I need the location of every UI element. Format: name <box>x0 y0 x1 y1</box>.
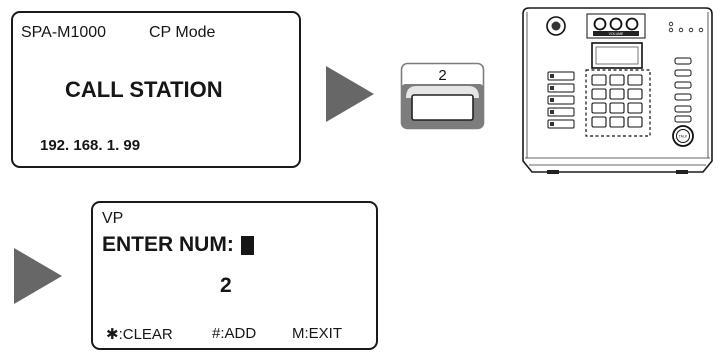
volume-label: VOLUME <box>609 32 624 36</box>
lcd-entered-number: 2 <box>220 274 232 297</box>
key-2-button: 2 <box>400 62 485 130</box>
arrow-right-icon <box>326 66 374 122</box>
lcd-title-text: CALL STATION <box>65 77 223 102</box>
lcd-model-text: SPA-M1000 <box>21 24 107 41</box>
lcd-prompt-text: ENTER NUM: <box>102 233 234 256</box>
lcd-mode-text: VP <box>102 210 124 227</box>
lcd-display-call-station: SPA-M1000 CP Mode CALL STATION 192. 168.… <box>11 11 301 168</box>
lcd-ip-text: 192. 168. 1. 99 <box>40 137 141 154</box>
talk-label: TALK <box>679 135 688 139</box>
cursor-block-icon <box>240 235 254 255</box>
lcd-prompt-row: ENTER NUM: <box>102 233 254 257</box>
lcd-display-enter-number: VP ENTER NUM: 2 ✱:CLEAR #:ADD M:EXIT <box>91 201 378 350</box>
lcd-help-add: #:ADD <box>212 325 257 342</box>
lcd-mode-text: CP Mode <box>149 24 216 41</box>
lcd-help-exit: M:EXIT <box>292 325 343 342</box>
arrow-right-icon <box>14 248 62 304</box>
lcd-help-clear: ✱:CLEAR <box>106 326 173 343</box>
call-station-console-illustration: VOLUME TALK <box>522 7 713 174</box>
key-label: 2 <box>438 67 446 84</box>
